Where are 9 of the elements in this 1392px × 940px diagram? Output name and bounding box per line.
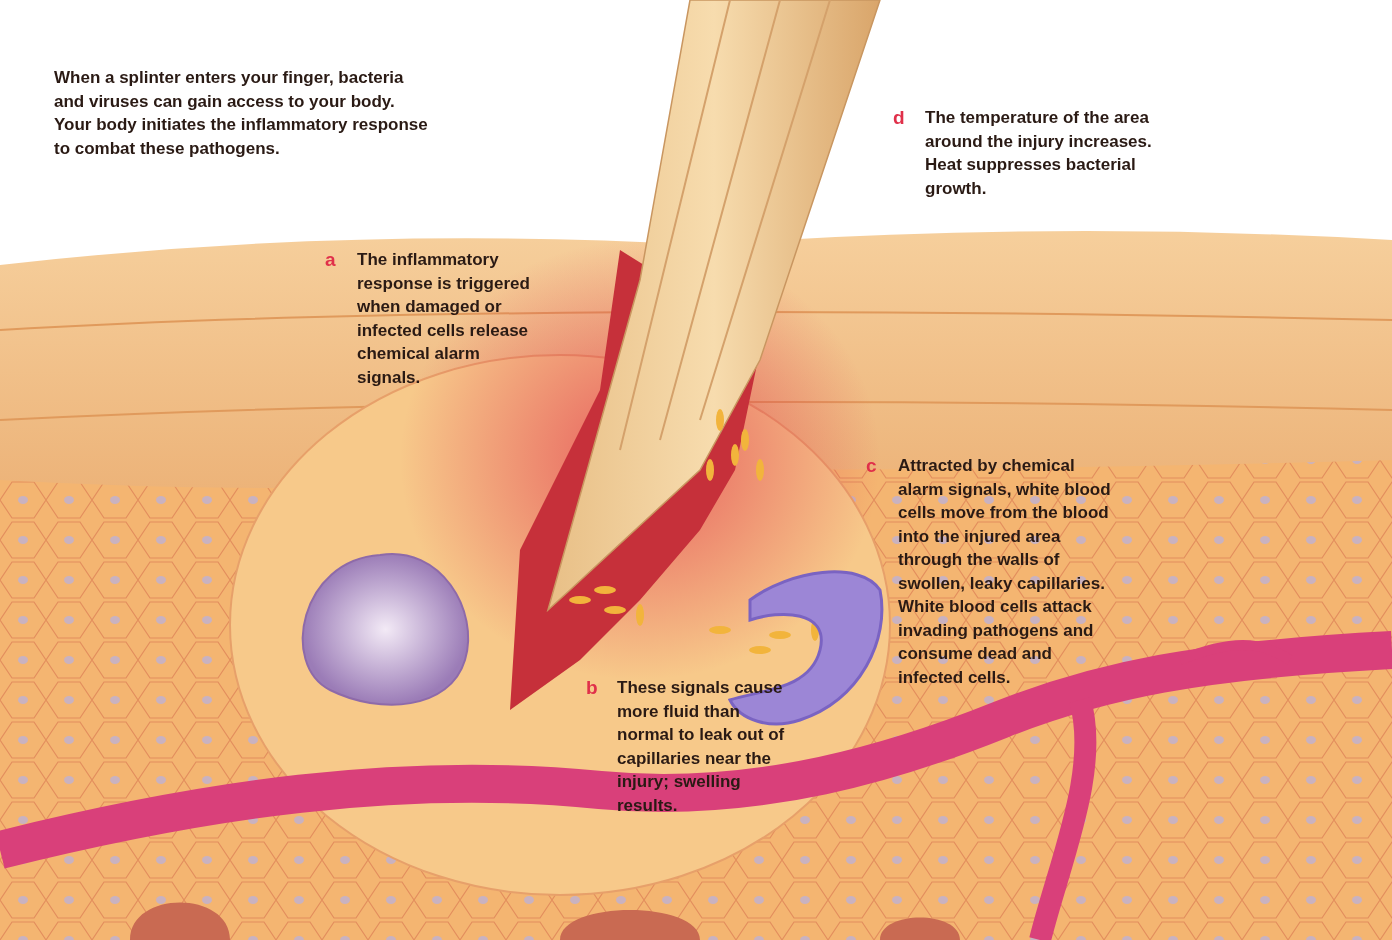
callout-letter: c bbox=[866, 454, 878, 477]
callout-text: Attracted by chemical alarm signals, white blood cells move from the blood into the injured area through the walls of swollen, leaky capillaries. White blood cells attack invading pathogens and consume dead and infected cells. bbox=[898, 455, 1112, 689]
callout-text: These signals cause more fluid than normal to leak out of capillaries near the injury; swelling results. bbox=[617, 677, 786, 817]
callout-letter: a bbox=[325, 248, 337, 271]
callout-letter: d bbox=[893, 106, 906, 129]
callout-letter: b bbox=[586, 676, 599, 699]
intro-text: When a splinter enters your finger, bacteria and viruses can gain access to your body. Your body initiates the inflammatory response to combat these pathogens. bbox=[54, 67, 429, 160]
callout-text: The inflammatory response is triggered when damaged or infected cells release chemical alarm signals. bbox=[357, 249, 531, 389]
callout-text: The temperature of the area around the injury increases. Heat suppresses bacterial growth. bbox=[925, 107, 1153, 200]
